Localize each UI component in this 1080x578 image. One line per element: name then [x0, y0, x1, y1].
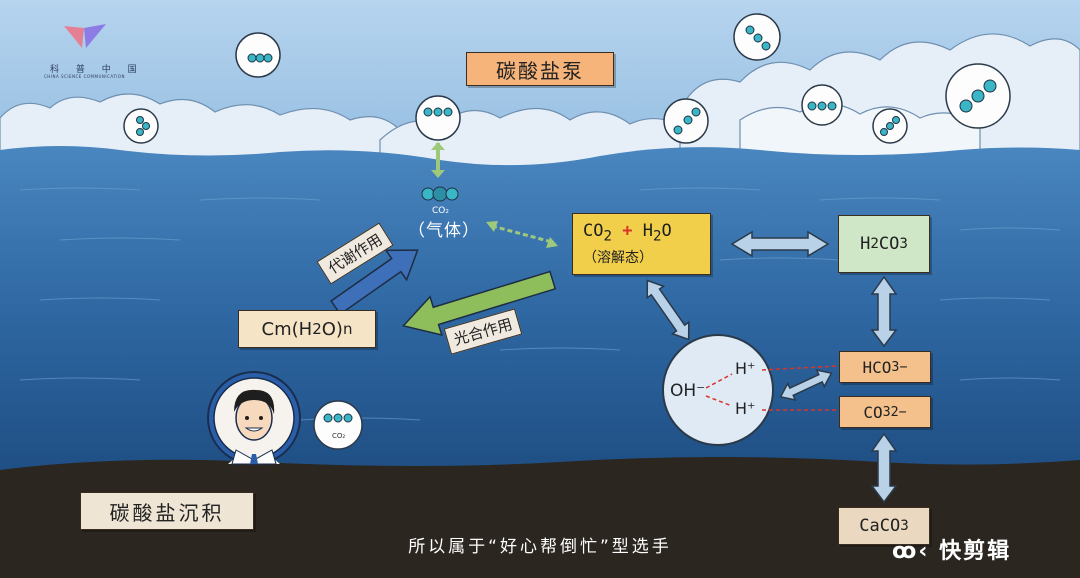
- h-plus-label-top: H⁺: [735, 359, 756, 378]
- app-watermark: ꝏ‹ 快剪辑: [892, 533, 1011, 565]
- co2-h2o-formula: CO2 + H2O: [583, 221, 672, 245]
- gas-state-label: （气体）: [408, 221, 480, 241]
- h-plus-label-bottom: H⁺: [735, 399, 756, 418]
- co2-h2o-box: CO2 + H2O （溶解态）: [572, 213, 711, 275]
- caption-subtitle: 所以属于“好心帮倒忙”型选手: [408, 537, 672, 557]
- watermark-text: 快剪辑: [939, 539, 1012, 564]
- dissolved-state-label: （溶解态）: [583, 249, 653, 266]
- logo-text: 科 普 中 国: [50, 65, 144, 75]
- logo-subtext: CHINA SCIENCE COMMUNICATION: [44, 74, 126, 79]
- bubble-co2-label: CO₂: [332, 432, 346, 440]
- carbonate-sediment-box: 碳酸盐沉积: [80, 492, 254, 530]
- hydroxide-label: OH⁻: [670, 381, 706, 401]
- gas-co2-label: CO₂: [432, 206, 449, 216]
- page-title: 碳酸盐泵: [466, 52, 614, 86]
- logo-icon: [64, 24, 106, 48]
- watermark-icon: ꝏ‹: [892, 539, 930, 564]
- avatar: [207, 371, 301, 465]
